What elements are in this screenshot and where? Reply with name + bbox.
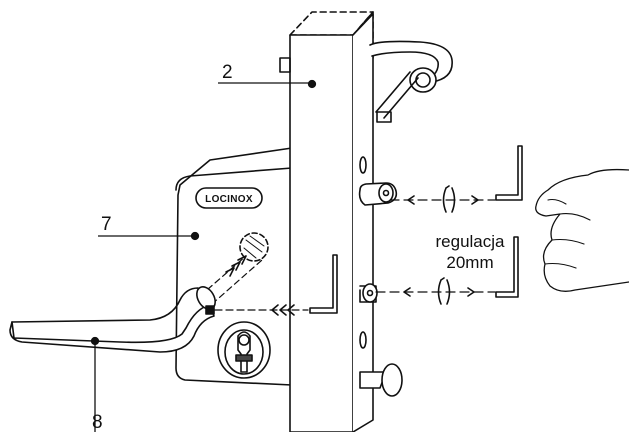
callout-7-dot [190, 231, 200, 241]
cylinder-brand-plate [235, 354, 253, 362]
stop-knob-head [381, 363, 403, 397]
keeper-slot-top [359, 156, 367, 174]
post-bracket [279, 57, 291, 73]
logo-plate-frame [195, 187, 263, 209]
handle-set-screw [205, 305, 215, 315]
front-arrows [271, 304, 295, 316]
callout-8-dot [90, 336, 100, 346]
lock-case-edge [175, 167, 293, 191]
top-arrow-left [407, 195, 415, 205]
bottom-adjust-hex [366, 289, 374, 297]
front-handle [9, 304, 215, 353]
hex-key-bottom [495, 236, 519, 298]
rear-handle-rose [409, 67, 437, 93]
cylinder-profile [237, 331, 251, 373]
hand-finger-lines [544, 198, 591, 269]
hand-outline [535, 168, 629, 292]
callout-2-dot [307, 79, 317, 89]
top-rotate-symbol [442, 185, 456, 213]
brand-logo: LOCINOX [205, 194, 253, 205]
spindle-ghost [239, 232, 269, 262]
callout-8-label: 8 [92, 412, 103, 432]
hex-key-front [309, 254, 338, 314]
cylinder-core [238, 334, 250, 346]
bottom-arrow-right [467, 287, 475, 297]
adjustment-note-line1: regulacja [436, 232, 506, 251]
spindle-arrows [225, 255, 247, 277]
callout-2-label: 2 [222, 62, 233, 83]
top-arrow-right [471, 195, 479, 205]
spindle-ghost-hatch [243, 235, 265, 259]
top-adjust-bolt-head [378, 183, 394, 203]
bottom-arrow-left [403, 287, 411, 297]
front-handle-top [11, 287, 211, 323]
post-side-face [352, 13, 374, 432]
rear-spindle-clip [376, 111, 392, 123]
hex-key-top [495, 145, 523, 201]
gate-post [289, 34, 354, 432]
cylinder-escutcheon-inner [224, 329, 264, 375]
top-adjust-hex [382, 189, 390, 197]
adjustment-note-line2: 20mm [446, 253, 493, 272]
bottom-rotate-symbol [437, 277, 451, 305]
bottom-adjust-bolt-head [362, 283, 378, 303]
callout-7-label: 7 [101, 214, 112, 235]
keeper-slot-bottom [359, 331, 367, 349]
stop-knob [359, 371, 387, 389]
